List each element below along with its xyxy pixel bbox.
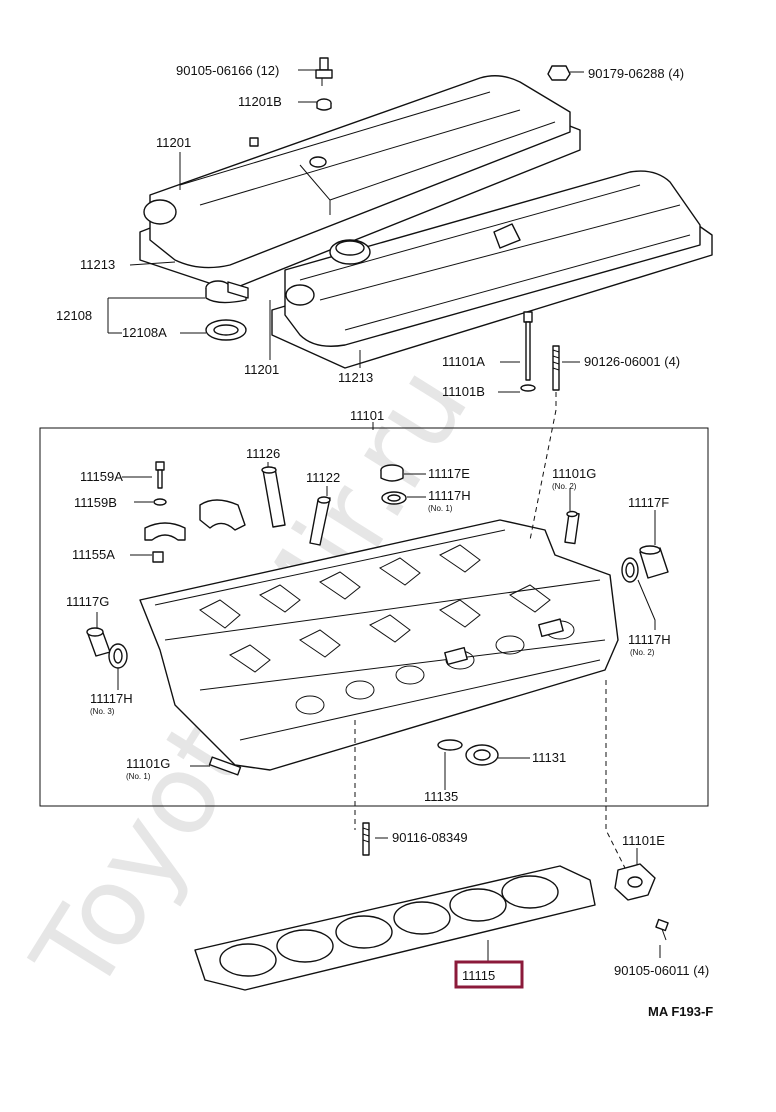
label-11117F[interactable]: 11117F (628, 495, 669, 510)
sublabel-no3-h: (No. 3) (90, 707, 115, 716)
label-12108A[interactable]: 12108A (122, 325, 167, 340)
label-11101[interactable]: 11101 (350, 408, 384, 423)
cover-upper-body (149, 75, 571, 269)
bolt-90105-06011 (655, 918, 669, 941)
label-11213-top[interactable]: 11213 (80, 257, 115, 272)
label-11155A[interactable]: 11155A (72, 547, 115, 562)
label-11135[interactable]: 11135 (424, 789, 458, 804)
sublabel-no2-h: (No. 2) (630, 648, 655, 657)
assembly-box-11101 (39, 427, 709, 807)
part-labels: 90105-06166 (12) 90179-06288 (4) 11201B … (56, 63, 709, 978)
plug-11117G (86, 627, 111, 657)
seal-11135 (437, 739, 463, 751)
highlight-11115[interactable]: 11115 (454, 960, 524, 989)
bolt-90105-06166 (315, 57, 333, 86)
valve-cover-lower (271, 170, 713, 369)
pin-11101G-no2 (564, 510, 580, 545)
tube-11126 (261, 466, 286, 528)
label-12108[interactable]: 12108 (56, 308, 92, 323)
label-90126-06001[interactable]: 90126-06001 (4) (584, 354, 680, 369)
label-11117E[interactable]: 11117E (428, 466, 470, 481)
label-11101A[interactable]: 11101A (442, 354, 485, 369)
pin-11155A (152, 551, 164, 563)
label-11201B[interactable]: 11201B (238, 94, 282, 109)
highlight-box (454, 960, 524, 989)
pin-11101G-no1 (208, 756, 242, 776)
label-90116-08349[interactable]: 90116-08349 (392, 830, 468, 845)
stud-90116-08349 (362, 822, 370, 856)
label-11115[interactable]: 11115 (462, 968, 495, 983)
plug-11117E (380, 464, 404, 482)
plug-11117F (639, 545, 669, 579)
oil-filler-cap-12108 (205, 280, 249, 304)
plug-11117H-no2 (621, 557, 639, 583)
nut-90179-06288 (547, 65, 571, 81)
sublabel-no1-h: (No. 1) (428, 504, 453, 513)
label-11159B[interactable]: 11159B (74, 495, 117, 510)
label-11159A[interactable]: 11159A (80, 469, 123, 484)
label-11131[interactable]: 11131 (532, 750, 566, 765)
label-11201-bottom[interactable]: 11201 (244, 362, 279, 377)
label-11101G-no2[interactable]: 11101G (552, 466, 596, 481)
label-11117H-no1[interactable]: 11117H (428, 488, 471, 503)
camshaft-bearing-caps (144, 499, 246, 541)
washer-11159B (153, 498, 167, 506)
label-90105-06166[interactable]: 90105-06166 (12) (176, 63, 279, 78)
cylinder-head-11101 (139, 519, 619, 771)
seal-11131 (465, 744, 499, 766)
plug-11117H-no3 (108, 643, 128, 669)
sublabel-no2-g: (No. 2) (552, 482, 577, 491)
cover-lower-body (284, 170, 701, 347)
label-11101G-no1[interactable]: 11101G (126, 756, 170, 771)
guide-11122 (309, 496, 331, 546)
label-11101E[interactable]: 11101E (622, 833, 665, 848)
label-11122[interactable]: 11122 (306, 470, 340, 485)
label-11101B[interactable]: 11101B (442, 384, 485, 399)
bolt-11159A (155, 461, 165, 489)
label-11117H-no3[interactable]: 11117H (90, 691, 133, 706)
head-gasket-11115 (194, 865, 596, 991)
label-11213-bottom[interactable]: 11213 (338, 370, 373, 385)
stud-90126-06001 (552, 345, 560, 391)
leader-lines (96, 69, 661, 962)
sensor-11101E (614, 863, 656, 901)
label-11126[interactable]: 11126 (246, 446, 280, 461)
label-11117H-no2[interactable]: 11117H (628, 632, 671, 647)
label-90105-06011[interactable]: 90105-06011 (4) (614, 963, 709, 978)
footer-code: MA F193-F (648, 1004, 713, 1019)
label-90179-06288[interactable]: 90179-06288 (4) (588, 66, 684, 81)
label-11117G[interactable]: 11117G (66, 594, 109, 609)
washer-11101B (520, 384, 536, 392)
plug-11117H-no1 (381, 491, 407, 505)
cap-gasket-12108A (205, 319, 247, 341)
stud-11101A (523, 311, 533, 381)
grommet-11201B (316, 98, 332, 111)
sublabel-no1-g: (No. 1) (126, 772, 151, 781)
valve-cover-upper (139, 75, 581, 291)
label-11201-top[interactable]: 11201 (156, 135, 191, 150)
